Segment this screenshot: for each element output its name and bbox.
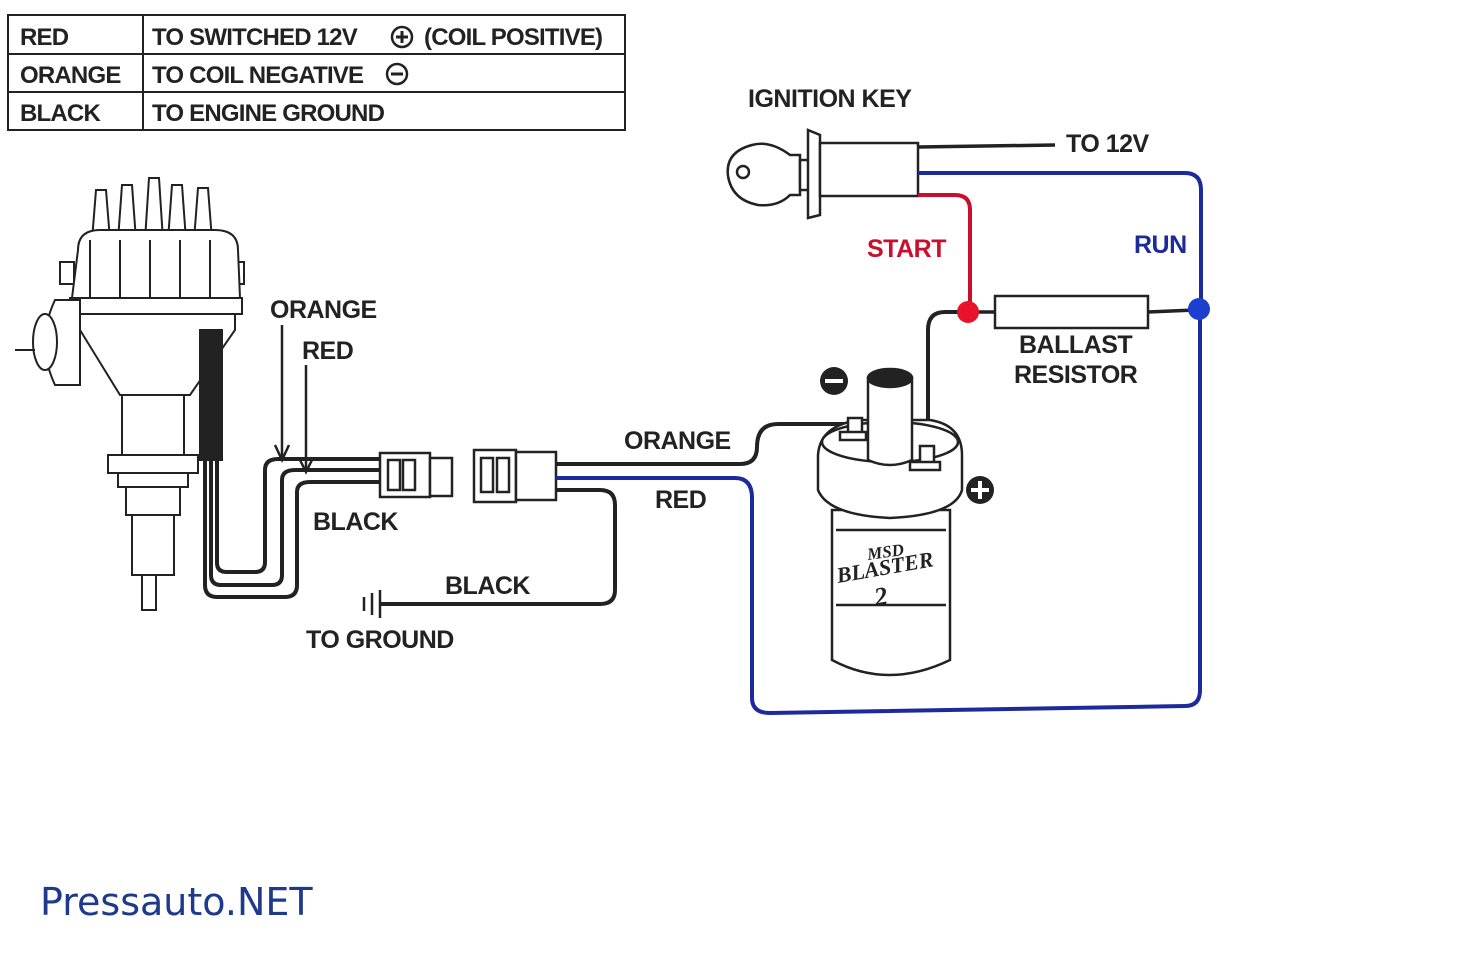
- ballast-label-line1: BALLAST: [1019, 331, 1132, 359]
- ignition-key: [726, 128, 920, 220]
- black-ground-wire: [380, 488, 617, 606]
- coil-red-label: RED: [655, 486, 706, 514]
- start-junction-dot: [957, 301, 979, 323]
- red-wire-to-switched-12v: [556, 310, 1202, 716]
- ignition-key-label: IGNITION KEY: [748, 85, 912, 113]
- coil-negative-icon: [820, 367, 848, 395]
- run-junction-dot: [1188, 298, 1210, 320]
- distributor-harness: [203, 457, 385, 599]
- ignition-switch-body: [818, 141, 920, 198]
- minus-icon: [385, 62, 409, 86]
- key-head: [726, 142, 802, 207]
- to-12v-wire: [917, 143, 1056, 149]
- dist-red-label: RED: [302, 337, 353, 365]
- distributor-cap: [70, 229, 242, 299]
- to-12v-label: TO 12V: [1066, 130, 1150, 158]
- watermark: Pressauto.NET: [40, 880, 313, 924]
- start-wire: [918, 193, 972, 310]
- ground-black-label: BLACK: [445, 572, 530, 600]
- ballast-resistor: [993, 294, 1150, 330]
- legend-desc-orange: TO COIL NEGATIVE: [152, 62, 364, 89]
- wire-color-legend: RED ORANGE BLACK TO SWITCHED 12V (COIL P…: [7, 14, 626, 131]
- coil-number: 2: [871, 581, 890, 612]
- legend-desc-black: TO ENGINE GROUND: [152, 100, 385, 127]
- dist-orange-label: ORANGE: [270, 296, 377, 324]
- ignition-coil: [816, 367, 964, 677]
- coil-orange-label: ORANGE: [624, 427, 731, 455]
- coil-tower: [866, 376, 914, 467]
- dist-black-label: BLACK: [313, 508, 398, 536]
- harness-connector-male: [378, 451, 454, 499]
- coil-positive-icon: [966, 476, 994, 504]
- distributor: [15, 177, 245, 611]
- orange-wire-to-coil-negative: [556, 422, 855, 466]
- legend-desc-red: TO SWITCHED 12V: [152, 24, 358, 51]
- distributor-harness-sleeve: [199, 329, 223, 461]
- distributor-body: [79, 313, 236, 396]
- legend-color-black: BLACK: [20, 100, 101, 127]
- plus-icon: [390, 25, 414, 49]
- harness-label-pointers: [273, 325, 315, 475]
- vacuum-advance: [15, 299, 81, 386]
- legend-color-red: RED: [20, 24, 69, 51]
- legend-color-orange: ORANGE: [20, 62, 121, 89]
- ballast-label-line2: RESISTOR: [1014, 361, 1138, 389]
- run-wire: [918, 171, 1203, 310]
- run-label: RUN: [1134, 231, 1187, 259]
- ground-symbol: [362, 590, 382, 618]
- coil-body: [830, 508, 952, 677]
- coil-positive-wire: [926, 310, 968, 448]
- start-label: START: [867, 235, 946, 263]
- legend-desc-red-suffix: (COIL POSITIVE): [424, 24, 602, 51]
- harness-connector-female: [472, 448, 558, 504]
- to-ground-label: TO GROUND: [306, 626, 454, 654]
